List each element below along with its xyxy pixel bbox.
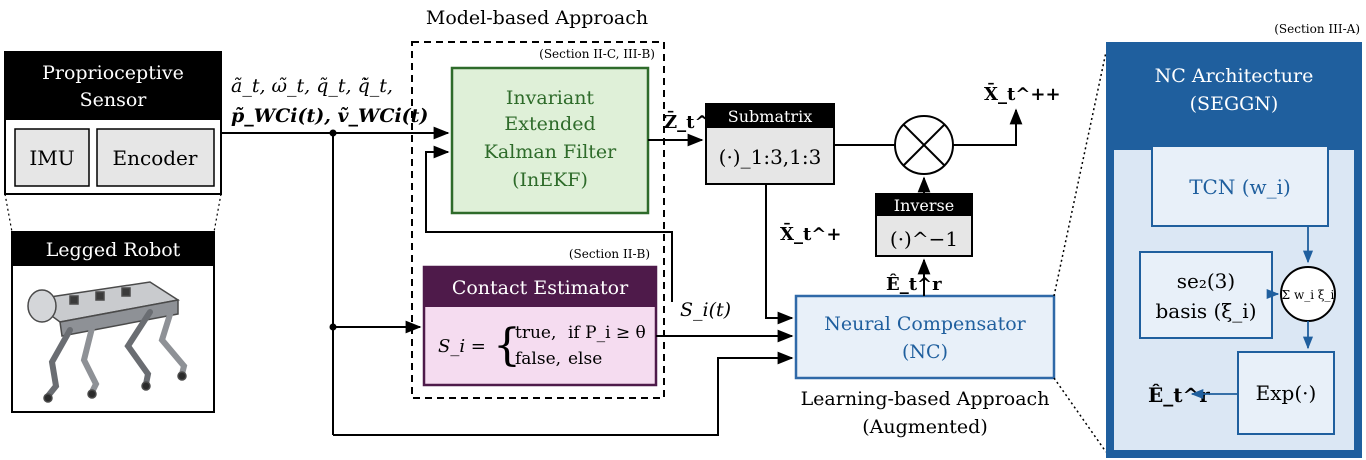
robot-illustration xyxy=(27,281,188,403)
inverse-expr: (·)^−1 xyxy=(890,227,958,251)
nc-line1: Neural Compensator xyxy=(824,313,1026,335)
inverse-title: Inverse xyxy=(894,196,954,215)
nc-architecture-panel: NC Architecture (SEGGN) TCN (w_i) se₂(3)… xyxy=(1106,42,1362,458)
basis-box xyxy=(1139,251,1273,339)
exp-box xyxy=(1237,351,1335,435)
contact-formula-lhs: S_i = xyxy=(438,336,486,357)
arch-section-ref: (Section III-A) xyxy=(1274,22,1360,36)
inverse-block: Inverse (·)^−1 xyxy=(875,193,973,257)
z-plus-label: Z̄_t^+ xyxy=(664,111,725,133)
encoder-label: Encoder xyxy=(113,146,198,170)
sensor-title-line1: Proprioceptive xyxy=(42,62,184,84)
inekf-line1: Invariant xyxy=(506,87,595,109)
basis-line1: se₂(3) xyxy=(1177,269,1235,293)
nc-line2: (NC) xyxy=(902,341,948,363)
encoder-box xyxy=(96,128,215,187)
sensor-title-line2: Sensor xyxy=(80,89,148,111)
junction-dot xyxy=(329,323,337,331)
tcn-box xyxy=(1151,145,1329,227)
contact-estimator-block: Contact Estimator S_i = { true, if P_i ≥… xyxy=(422,265,658,387)
model-based-region xyxy=(411,41,665,399)
arch-output-label: Ê_t^r xyxy=(1148,383,1210,407)
contact-output-label: S_i(t) xyxy=(680,299,731,321)
multiply-node xyxy=(894,115,954,175)
contact-section-ref: (Section II-B) xyxy=(569,247,650,261)
inekf-line3: Kalman Filter xyxy=(484,141,617,163)
imu-box xyxy=(14,128,90,187)
ekf-section-ref: (Section II-C, III-B) xyxy=(539,47,655,61)
contact-case2-cond: else xyxy=(568,349,602,369)
e-hat-label: Ê_t^r xyxy=(886,272,942,295)
submatrix-title: Submatrix xyxy=(728,107,812,126)
arch-title-line2: (SEGGN) xyxy=(1190,93,1279,115)
contact-case1-val: true, xyxy=(515,323,556,343)
connection-lines xyxy=(221,108,1023,436)
input-measurements-line2: p̃_WCi(t), ṽ_WCi(t) xyxy=(231,105,428,127)
nc-caption-line2: (Augmented) xyxy=(862,416,988,438)
robot-title: Legged Robot xyxy=(46,239,181,261)
nc-caption-line1: Learning-based Approach xyxy=(801,388,1050,410)
basis-line2: basis (ξ_i) xyxy=(1155,299,1256,323)
contact-title: Contact Estimator xyxy=(452,277,629,299)
submatrix-expr: (·)_1:3,1:3 xyxy=(719,145,822,169)
submatrix-block: Submatrix (·)_1:3,1:3 xyxy=(705,103,835,185)
contact-case1-cond: if P_i ≥ θ xyxy=(568,323,646,343)
proprioceptive-sensor-block: Proprioceptive Sensor IMU Encoder xyxy=(4,51,222,195)
contact-case2-val: false, xyxy=(515,349,561,369)
neural-compensator-block: Neural Compensator (NC) xyxy=(794,294,1056,380)
legged-robot-block: Legged Robot xyxy=(11,231,215,413)
junction-dot xyxy=(329,129,337,137)
x-plus-label: X̄_t^+ xyxy=(780,223,841,245)
inekf-line2: Extended xyxy=(504,113,595,135)
imu-label: IMU xyxy=(29,146,74,170)
contact-brace: { xyxy=(493,320,521,371)
model-based-title: Model-based Approach xyxy=(426,7,648,29)
arch-title-line1: NC Architecture xyxy=(1155,65,1314,87)
inekf-block: Invariant Extended Kalman Filter (InEKF) xyxy=(450,66,650,215)
x-plusplus-label: X̄_t^++ xyxy=(984,83,1061,105)
input-measurements-line1: ã_t, ω̃_t, q̃_t, q̃̇_t, xyxy=(231,75,393,97)
exp-label: Exp(·) xyxy=(1256,381,1317,405)
tcn-label: TCN (w_i) xyxy=(1189,175,1291,199)
inekf-line4: (InEKF) xyxy=(512,169,588,191)
weighted-sum-label: Σ w_i ξ_i xyxy=(1282,288,1335,302)
